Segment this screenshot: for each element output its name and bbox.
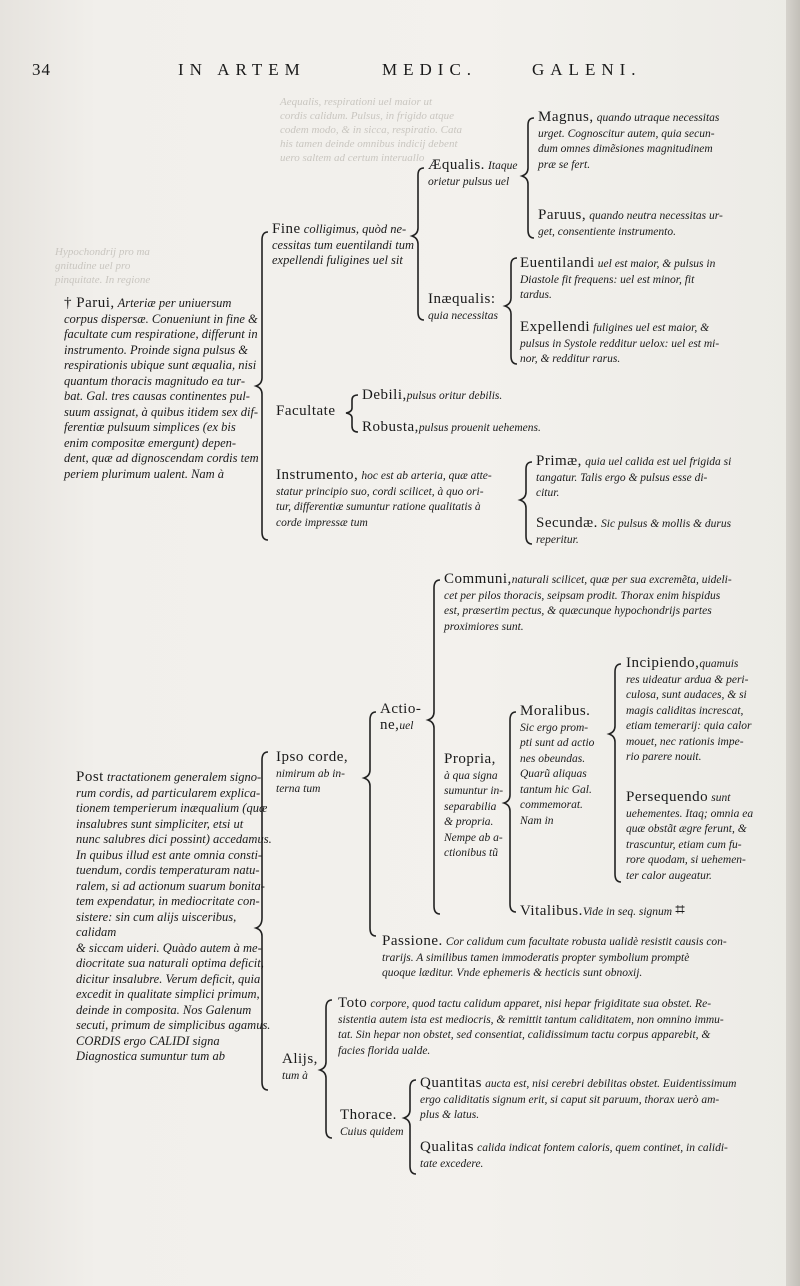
node-propria: Propria, à qua signa sumuntur in- separab… bbox=[444, 751, 516, 861]
page-edge bbox=[786, 0, 800, 1286]
parui-lead: † Parui, bbox=[64, 295, 115, 311]
fine-text: colligimus, quòd ne- cessitas tum euenti… bbox=[272, 222, 414, 267]
instrumento-text: hoc est ab arteria, quæ atte- statur pri… bbox=[276, 470, 492, 529]
bleed-through-text: Aequalis, respirationi uel maior ut cord… bbox=[280, 96, 462, 164]
persequendo-text: sunt uehementes. Itaq; omnia ea quæ obst… bbox=[626, 792, 754, 882]
quantitas-text: aucta est, nisi cerebri debilitas obstet… bbox=[420, 1078, 737, 1121]
paruus-text: quando neutra necessitas ur- get, consen… bbox=[538, 210, 723, 238]
node-magnus: Magnus, quando utraque necessitas urget.… bbox=[538, 109, 760, 172]
actione-text: uel bbox=[399, 719, 414, 732]
persequendo-label: Persequendo bbox=[626, 789, 709, 805]
node-primae: Primæ, quia uel calida est uel frigida s… bbox=[536, 453, 764, 501]
alijs-label: Alijs, bbox=[282, 1051, 318, 1067]
instrumento-label: Instrumento, bbox=[276, 467, 359, 483]
signum-mark-icon: ⌗ bbox=[675, 900, 686, 919]
inaequalis-text: quia necessitas bbox=[428, 309, 498, 322]
propria-label: Propria, bbox=[444, 751, 496, 767]
magnus-label: Magnus, bbox=[538, 109, 594, 125]
running-title-galeni: GALENI. bbox=[532, 60, 642, 79]
incipiendo-label: Incipiendo, bbox=[626, 655, 700, 671]
inaequalis-label: Inæqualis: bbox=[428, 291, 496, 307]
node-ipso-corde: Ipso corde, nimirum ab in- terna tum bbox=[276, 749, 371, 797]
node-toto: Toto corpore, quod tactu calidum apparet… bbox=[338, 995, 768, 1058]
node-aequalis: Æqualis. Itaque orietur pulsus uel bbox=[428, 157, 523, 189]
running-title-in-artem: IN ARTEM bbox=[178, 60, 306, 79]
qualitas-text: calida indicat fontem caloris, quem cont… bbox=[420, 1142, 728, 1170]
node-alijs: Alijs, tum à bbox=[282, 1051, 332, 1083]
node-actione: Actio- ne,uel bbox=[380, 701, 435, 733]
debili-text: pulsus oritur debilis. bbox=[406, 390, 503, 402]
aequalis-text: Itaque orietur pulsus uel bbox=[428, 160, 518, 188]
node-communi: Communi,naturali scilicet, quæ per sua e… bbox=[444, 571, 766, 634]
communi-text: naturali scilicet, quæ per sua excremẽta… bbox=[444, 574, 732, 633]
communi-label: Communi, bbox=[444, 571, 512, 587]
parui-text: Arteriæ per uniuersum corpus dispersæ. C… bbox=[64, 296, 259, 481]
magnus-text: quando utraque necessitas urget. Cognosc… bbox=[538, 112, 720, 171]
node-moralibus: Moralibus. Sic ergo prom- pti sunt ad act… bbox=[520, 703, 615, 828]
quantitas-label: Quantitas bbox=[420, 1075, 482, 1091]
node-incipiendo: Incipiendo,quamuis res uideatur ardua & … bbox=[626, 655, 766, 765]
page-number: 34 bbox=[32, 60, 51, 79]
robusta-text: pulsus prouenit uehemens. bbox=[418, 422, 541, 434]
alijs-text: tum à bbox=[282, 1069, 308, 1082]
debili-label: Debili, bbox=[362, 387, 407, 403]
passione-label: Passione. bbox=[382, 933, 443, 949]
running-title-medic: MEDIC. bbox=[382, 60, 478, 79]
euentilandi-text: uel est maior, & pulsus in Diastole fit … bbox=[520, 258, 716, 301]
moralibus-text: Sic ergo prom- pti sunt ad actio nes obe… bbox=[520, 721, 595, 827]
node-qualitas: Qualitas calida indicat fontem caloris, … bbox=[420, 1139, 768, 1171]
node-robusta: Robusta,pulsus prouenit uehemens. bbox=[362, 419, 642, 436]
parui-paragraph: † Parui, Arteriæ per uniuersum corpus di… bbox=[64, 295, 264, 482]
expellendi-label: Expellendi bbox=[520, 319, 590, 335]
moralibus-label: Moralibus. bbox=[520, 703, 591, 719]
post-paragraph: Post tractationem generalem signo- rum c… bbox=[76, 769, 272, 1065]
qualitas-label: Qualitas bbox=[420, 1139, 474, 1155]
ipso-corde-label: Ipso corde, bbox=[276, 749, 349, 765]
node-passione: Passione. Cor calidum cum facultate robu… bbox=[382, 933, 772, 981]
thorace-label: Thorace. bbox=[340, 1107, 397, 1123]
primae-text: quia uel calida est uel frigida si tanga… bbox=[536, 456, 732, 499]
ipso-corde-text: nimirum ab in- terna tum bbox=[276, 767, 345, 796]
bleed-through-text-2: Hypochondrij pro ma gnitudine uel pro pi… bbox=[55, 246, 151, 286]
paruus-label: Paruus, bbox=[538, 207, 587, 223]
node-fine: Fine colligimus, quòd ne- cessitas tum e… bbox=[272, 221, 422, 269]
expellendi-text: fuligines uel est maior, & pulsus in Sys… bbox=[520, 322, 720, 365]
node-vitalibus: Vitalibus.Vide in seq. signum ⌗ bbox=[520, 900, 760, 920]
secundae-text: Sic pulsus & mollis & durus reperitur. bbox=[536, 518, 732, 546]
euentilandi-label: Euentilandi bbox=[520, 255, 595, 271]
robusta-label: Robusta, bbox=[362, 419, 419, 435]
primae-label: Primæ, bbox=[536, 453, 582, 469]
node-expellendi: Expellendi fuligines uel est maior, & pu… bbox=[520, 319, 765, 367]
post-text: tractationem generalem signo- rum cordis… bbox=[76, 770, 272, 1063]
vitalibus-text: Vide in seq. signum bbox=[582, 906, 673, 918]
vitalibus-label: Vitalibus. bbox=[520, 903, 583, 919]
thorace-text: Cuius quidem bbox=[340, 1125, 404, 1138]
node-facultate: Facultate bbox=[276, 403, 336, 420]
passione-text: Cor calidum cum facultate robusta ualidè… bbox=[382, 936, 727, 979]
secundae-label: Secundæ. bbox=[536, 515, 598, 531]
node-euentilandi: Euentilandi uel est maior, & pulsus in D… bbox=[520, 255, 765, 303]
incipiendo-text: quamuis res uideatur ardua & peri- culos… bbox=[626, 658, 752, 763]
propria-text: à qua signa sumuntur in- separabilia & p… bbox=[444, 769, 504, 860]
fine-label: Fine bbox=[272, 221, 301, 237]
node-quantitas: Quantitas aucta est, nisi cerebri debili… bbox=[420, 1075, 768, 1123]
aequalis-label: Æqualis. bbox=[428, 157, 485, 173]
facultate-label: Facultate bbox=[276, 403, 336, 419]
node-inaequalis: Inæqualis: quia necessitas bbox=[428, 291, 513, 323]
actione-label: Actio- ne, bbox=[380, 701, 422, 733]
node-persequendo: Persequendo sunt uehementes. Itaq; omnia… bbox=[626, 789, 766, 883]
node-thorace: Thorace. Cuius quidem bbox=[340, 1107, 420, 1139]
node-secundae: Secundæ. Sic pulsus & mollis & durus rep… bbox=[536, 515, 764, 547]
node-instrumento: Instrumento, hoc est ab arteria, quæ att… bbox=[276, 467, 526, 530]
toto-label: Toto bbox=[338, 995, 368, 1011]
node-debili: Debili,pulsus oritur debilis. bbox=[362, 387, 642, 404]
post-lead: Post bbox=[76, 769, 104, 785]
node-paruus: Paruus, quando neutra necessitas ur- get… bbox=[538, 207, 760, 239]
toto-text: corpore, quod tactu calidum apparet, nis… bbox=[338, 998, 724, 1057]
